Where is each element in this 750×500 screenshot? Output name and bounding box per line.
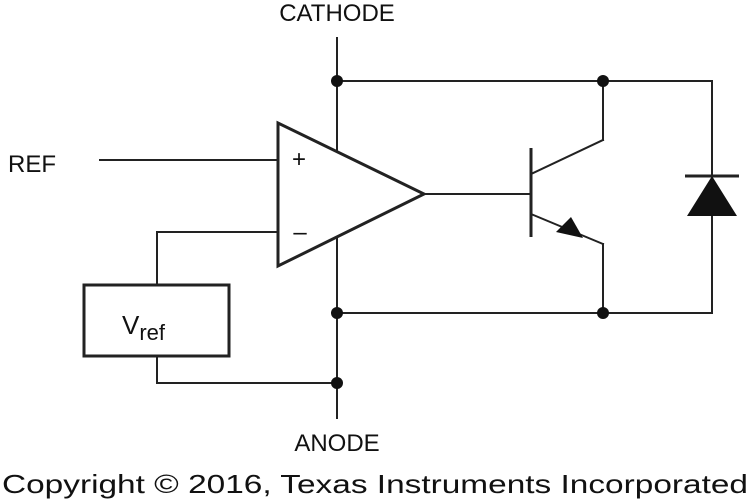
- vref-label-main: V: [122, 310, 140, 340]
- junction-node-bottom-left: [331, 307, 343, 319]
- diode-triangle: [687, 176, 737, 216]
- anode-label: ANODE: [294, 430, 379, 457]
- junction-node-cathode-top: [331, 75, 343, 87]
- junction-node-collector-top: [597, 75, 609, 87]
- emitter-arrow: [556, 217, 583, 238]
- opamp-triangle: [276, 120, 428, 269]
- transistor-collector-wire: [529, 138, 605, 176]
- opamp-plus-sign: +: [292, 146, 306, 173]
- junction-node-bottom-emitter: [597, 307, 609, 319]
- ref-label: REF: [8, 151, 56, 178]
- copyright-text: Copyright © 2016, Texas Instruments Inco…: [2, 469, 748, 499]
- junction-node-anode: [331, 377, 343, 389]
- vref-label: Vref: [122, 310, 166, 345]
- opamp-minus-sign: –: [293, 219, 307, 246]
- vref-label-sub: ref: [139, 320, 166, 345]
- vref-box: [82, 283, 231, 358]
- cathode-label: CATHODE: [279, 0, 395, 27]
